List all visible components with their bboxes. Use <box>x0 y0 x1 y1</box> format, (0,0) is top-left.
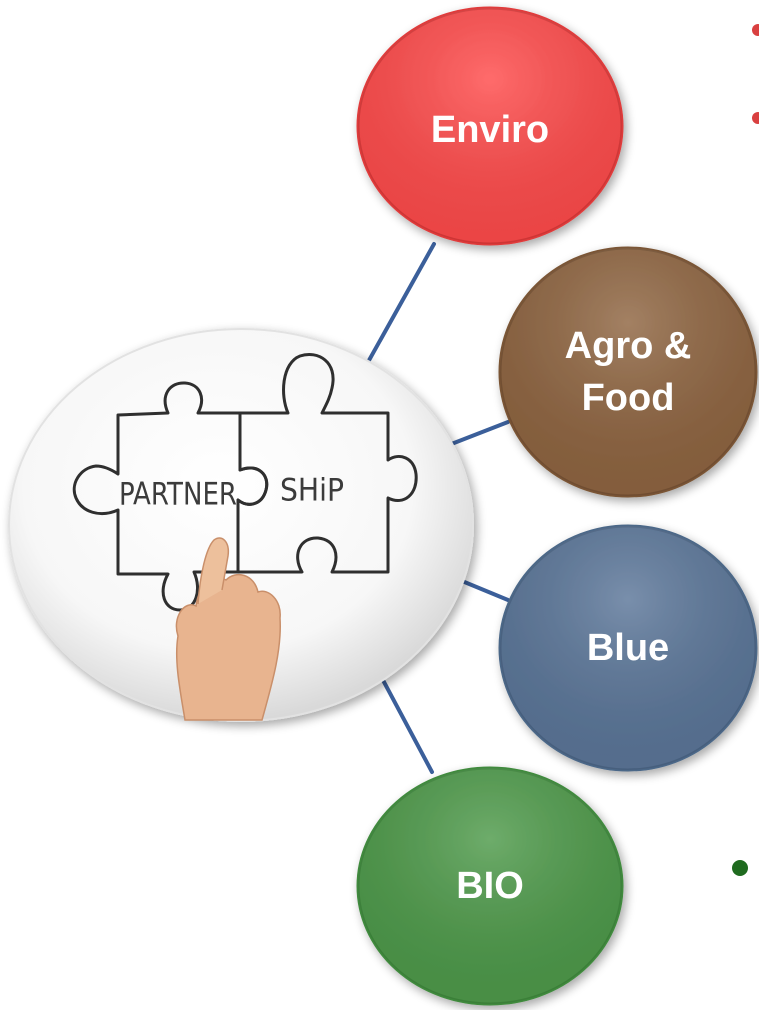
puzzle-word-partner: PARTNER <box>119 477 237 513</box>
node-label-blue: Blue <box>587 627 669 669</box>
node-blue: Blue <box>498 524 758 772</box>
bullet-dot <box>752 24 759 36</box>
node-enviro: Enviro <box>356 6 624 246</box>
node-agro-food: Agro & Food <box>498 246 758 498</box>
hand-shape <box>175 573 282 721</box>
puzzle-word-ship: SHiP <box>280 473 344 509</box>
puzzle-illustration <box>72 353 418 612</box>
bullet-dots <box>732 24 759 876</box>
node-label-agro-line2: Food <box>582 377 675 419</box>
hand-finger <box>197 537 230 605</box>
node-label-enviro: Enviro <box>431 109 549 151</box>
bullet-dot <box>752 112 759 124</box>
puzzle-piece-right <box>236 353 418 574</box>
puzzle-piece-left <box>72 381 269 612</box>
hand-illustration <box>175 537 282 721</box>
bullet-dot <box>732 860 748 876</box>
node-label-bio: BIO <box>456 865 524 907</box>
partnership-center <box>8 328 474 722</box>
node-label-agro-line1: Agro & <box>565 325 692 367</box>
node-bio: BIO <box>356 766 624 1006</box>
connector-enviro <box>356 242 436 382</box>
